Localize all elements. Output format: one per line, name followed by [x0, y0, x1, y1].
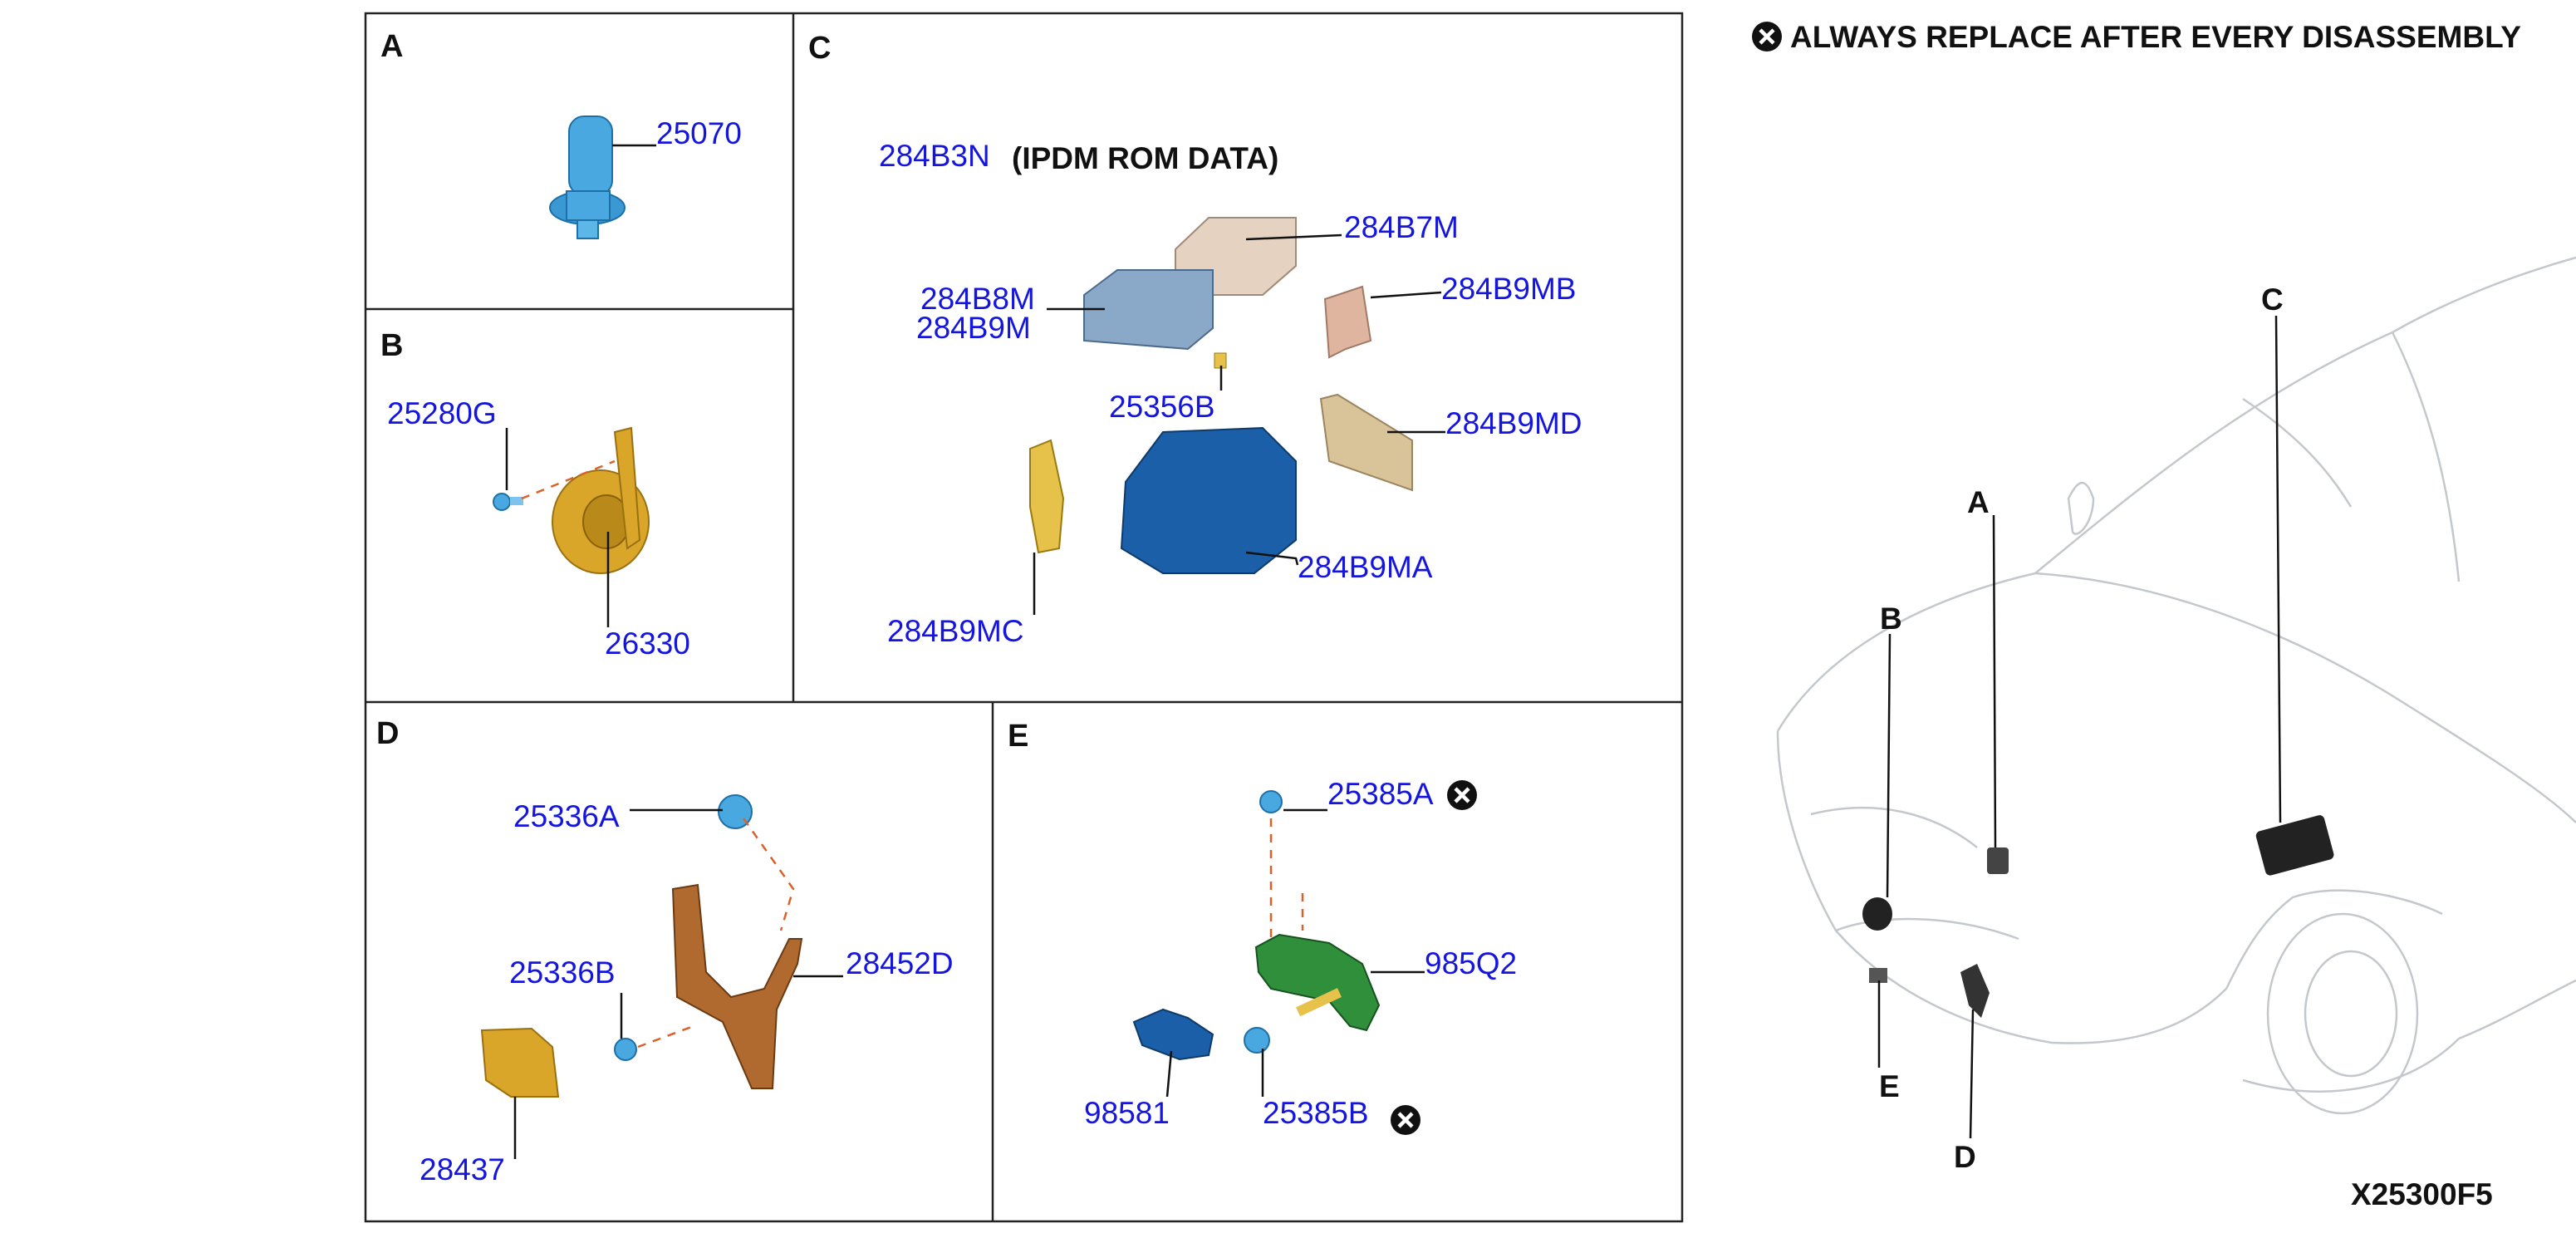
- note-text-ipdm-rom-data: (IPDM ROM DATA): [1012, 141, 1278, 175]
- part-label-98581: 98581: [1084, 1096, 1170, 1130]
- section-b-title: B: [380, 328, 403, 363]
- ipdm-location-mark: [2255, 815, 2334, 876]
- part-label-284b9mc: 284B9MC: [887, 614, 1024, 648]
- callout-a: A: [1967, 485, 1990, 519]
- legend-text: ALWAYS REPLACE AFTER EVERY DISASSEMBLY: [1790, 20, 2521, 54]
- callout-e: E: [1879, 1069, 1900, 1103]
- replace-x-icon: [1391, 1105, 1420, 1135]
- sensor-part-image: [549, 115, 626, 239]
- section-d-title: D: [376, 716, 399, 751]
- section-a: A 25070: [380, 29, 742, 239]
- part-label-284b9ma: 284B9MA: [1298, 550, 1433, 584]
- part-label-284b9md: 284B9MD: [1445, 406, 1582, 440]
- part-label-26330: 26330: [605, 626, 690, 661]
- part-label-284b7m: 284B7M: [1344, 210, 1459, 244]
- ipdm-module-image: [1029, 217, 1413, 574]
- mount-part-image: [1132, 790, 1381, 1061]
- mount-location-mark: [1869, 968, 1887, 983]
- bracket-part-image: [480, 794, 803, 1098]
- part-label-284b8m: 284B8M: [920, 282, 1035, 316]
- bolt-part-image: [493, 493, 523, 511]
- replace-x-icon: [1447, 780, 1477, 810]
- part-label-28437: 28437: [420, 1152, 505, 1186]
- part-label-25356b: 25356B: [1109, 390, 1215, 424]
- part-label-25280g: 25280G: [387, 396, 497, 430]
- horn-location-mark: [1862, 897, 1892, 931]
- section-e-title: E: [1008, 719, 1028, 754]
- section-d: D 25336A 28452D 25336B 28437: [376, 716, 954, 1186]
- outer-frame: [364, 12, 1684, 1223]
- section-c: C 284B3N (IPDM ROM DATA) 284B7M 284B8M 2…: [808, 31, 1582, 648]
- part-label-25336a: 25336A: [513, 799, 620, 833]
- section-a-title: A: [380, 29, 403, 64]
- callout-c: C: [2261, 282, 2284, 317]
- part-label-284b9m: 284B9M: [916, 311, 1031, 345]
- section-e: E 25385A 985Q2 98581 25385B: [1008, 719, 1517, 1135]
- section-c-title: C: [808, 31, 831, 66]
- section-b: B 25280G 26330: [380, 328, 690, 661]
- part-label-25070: 25070: [656, 116, 742, 150]
- x-circle-icon: [1752, 22, 1782, 52]
- part-label-25336b: 25336B: [509, 955, 616, 990]
- callout-b: B: [1880, 602, 1902, 636]
- parts-grid: [364, 12, 1684, 1223]
- sensor-location-mark: [1987, 847, 2009, 874]
- part-label-25385b: 25385B: [1263, 1096, 1369, 1130]
- part-label-28452d: 28452D: [846, 946, 954, 980]
- diagram-id: X25300F5: [2351, 1177, 2493, 1211]
- callout-d: D: [1954, 1140, 1976, 1174]
- vehicle-illustration: [1776, 256, 2576, 1115]
- note-code-284b3n: 284B3N: [879, 139, 990, 173]
- bracket-location-mark: [1960, 964, 1990, 1018]
- part-label-25385a: 25385A: [1327, 777, 1434, 811]
- legend: ALWAYS REPLACE AFTER EVERY DISASSEMBLY: [1752, 20, 2521, 54]
- car-callouts: C A B E D: [1877, 282, 2284, 1174]
- horn-part-image: [552, 426, 650, 574]
- part-label-284b9mb: 284B9MB: [1441, 272, 1577, 306]
- part-label-985q2: 985Q2: [1425, 946, 1517, 980]
